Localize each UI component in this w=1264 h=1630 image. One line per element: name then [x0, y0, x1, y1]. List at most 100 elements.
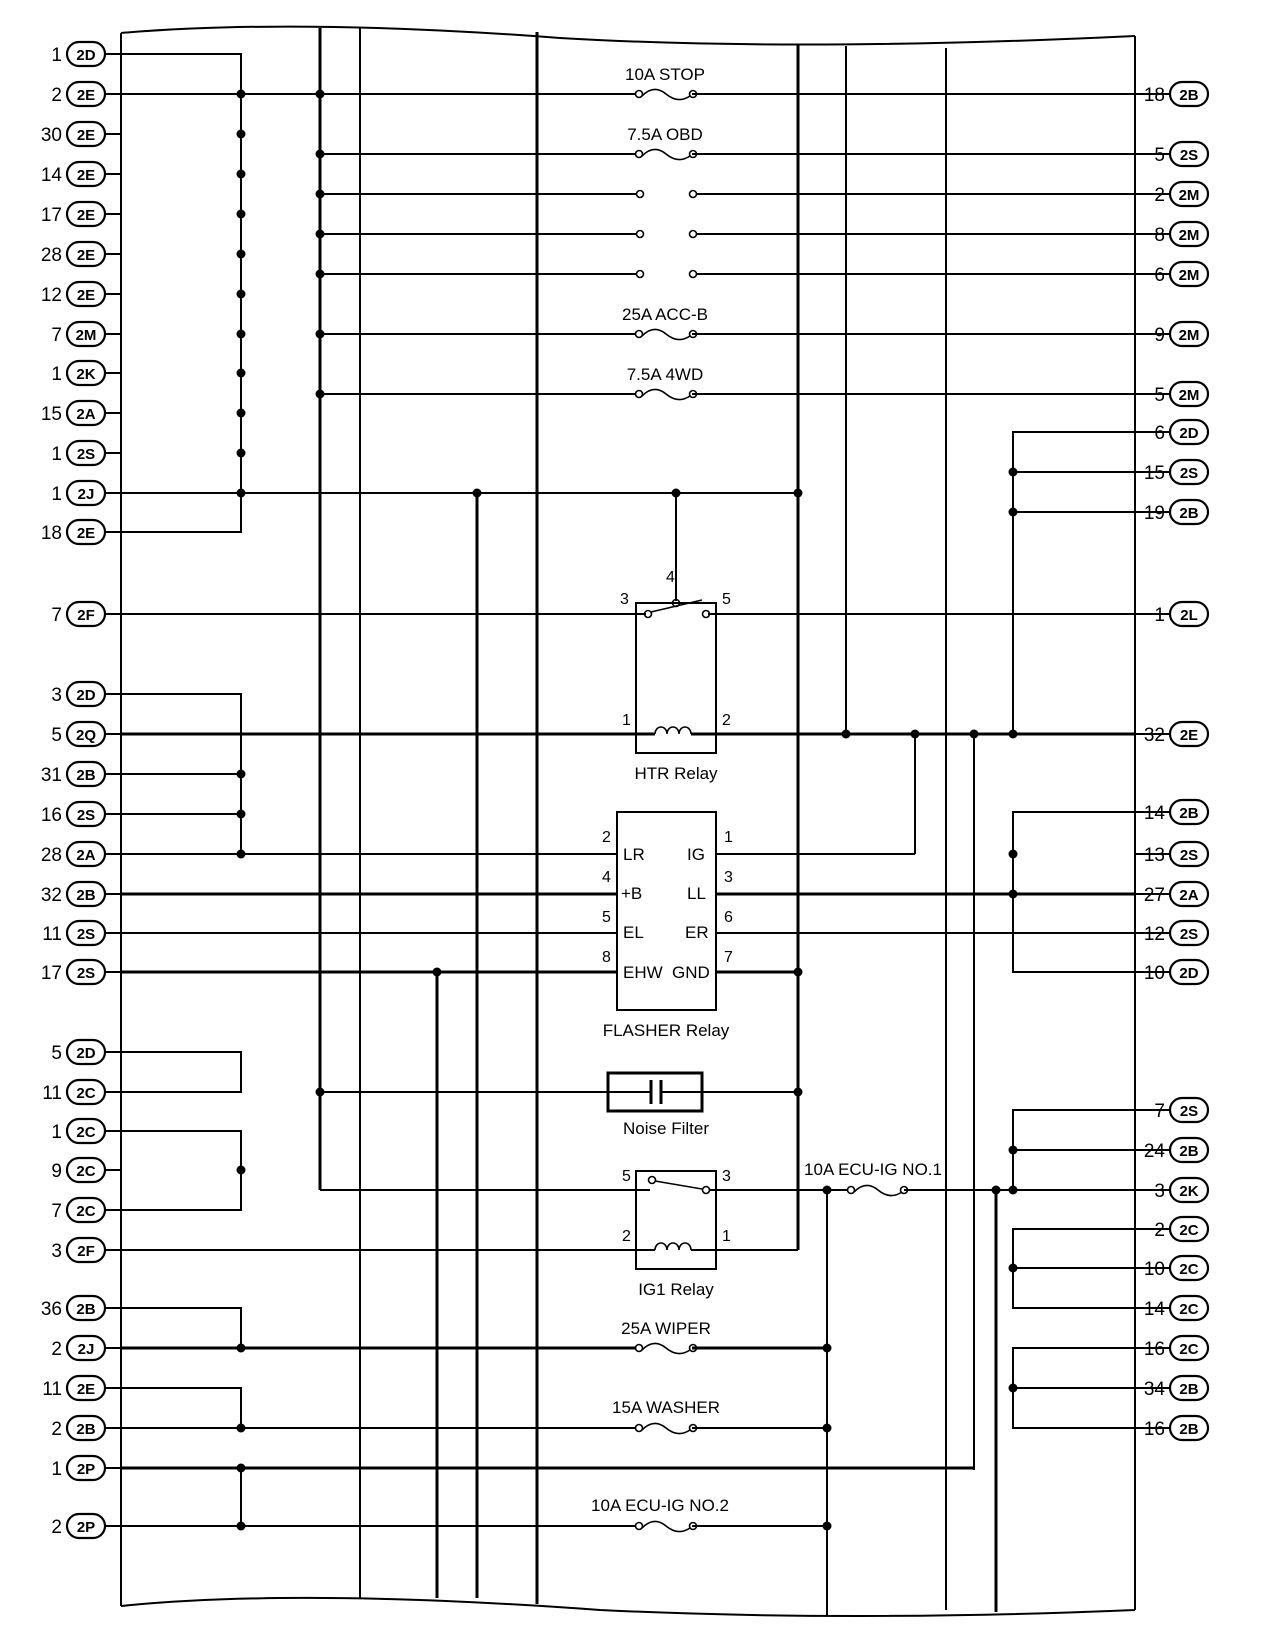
connector-code: 2E	[77, 167, 95, 184]
connector-code: 2D	[76, 47, 95, 64]
link-3-terminal-a	[635, 269, 645, 279]
connector-pin: 31	[41, 765, 62, 786]
connector-code: 2B	[1179, 805, 1198, 822]
connector-code: 2B	[76, 1301, 95, 1318]
connector-code: 2B	[1179, 505, 1198, 522]
connector-pin: 16	[41, 805, 62, 826]
connector-badge	[65, 80, 107, 108]
link-2-terminal-b	[688, 229, 698, 239]
connector-code: 2K	[1179, 1183, 1198, 1200]
left-connector-2-2e: 2E2	[51, 80, 121, 108]
flasher-relay-label: FLASHER Relay	[603, 1021, 730, 1040]
right-connector-1-2l: 2L1	[1135, 600, 1210, 628]
htr-switch-pivot	[671, 598, 681, 608]
flasher-term-el: EL	[623, 923, 644, 942]
connector-badge	[65, 280, 107, 308]
connector-pin: 19	[1144, 503, 1165, 524]
right-connector-19-2b: 2B 19	[1135, 498, 1210, 526]
connector-code: 2S	[77, 926, 95, 943]
connector-code: 2S	[1180, 1103, 1198, 1120]
connector-code: 2E	[77, 525, 95, 542]
connector-pin: 2	[1154, 1220, 1165, 1241]
connector-badge	[65, 1294, 107, 1322]
connector-pin: 13	[1144, 845, 1165, 866]
connector-code: 2C	[76, 1085, 95, 1102]
connector-pin: 28	[41, 845, 62, 866]
connector-badge	[1168, 320, 1210, 348]
connector-pin: 7	[51, 605, 62, 626]
right-connector-9-2m: 2M9	[1135, 320, 1210, 348]
connector-code: 2M	[1179, 227, 1200, 244]
connector-badge	[65, 518, 107, 546]
flasher-term-ehw: EHW	[623, 963, 663, 982]
connector-code: 2C	[1179, 1301, 1198, 1318]
flasher-term-er: ER	[685, 923, 709, 942]
left-connector-7-2m: 2M7	[51, 320, 121, 348]
connector-code: 2F	[77, 607, 95, 624]
ig1-pin-1: 1	[722, 1228, 731, 1245]
connector-pin: 2	[51, 1419, 62, 1440]
connector-pin: 30	[41, 125, 62, 146]
connector-pin: 2	[51, 1517, 62, 1538]
noise-filter-label: Noise Filter	[623, 1119, 709, 1138]
connector-badge	[1168, 1294, 1210, 1322]
connector-badge	[1168, 418, 1210, 446]
connector-code: 2J	[78, 486, 95, 503]
connector-badge	[65, 160, 107, 188]
connector-code: 2S	[77, 446, 95, 463]
left-connector-2-2j: 2J2	[51, 1334, 121, 1362]
htr-pin-2: 2	[722, 712, 731, 729]
connector-pin: 1	[51, 1459, 62, 1480]
connector-code: 2C	[76, 1203, 95, 1220]
connector-code: 2E	[77, 207, 95, 224]
flasher-term-ig: IG	[687, 845, 705, 864]
fuse-washer: 15A WASHER	[612, 1398, 720, 1435]
connector-badge	[65, 1454, 107, 1482]
fuse-wiper: 25A WIPER	[621, 1319, 711, 1355]
link-1-terminal-a	[635, 189, 645, 199]
connector-code: 2C	[76, 1124, 95, 1141]
connector-badge	[65, 1414, 107, 1442]
connector-pin: 32	[1144, 725, 1165, 746]
connector-code: 2B	[1179, 87, 1198, 104]
connector-pin: 3	[51, 685, 62, 706]
connector-pin: 2	[51, 1339, 62, 1360]
connector-pin: 32	[41, 885, 62, 906]
connector-code: 2A	[76, 406, 95, 423]
link-1-terminal-b	[688, 189, 698, 199]
connector-code: 2D	[76, 1045, 95, 1062]
connector-pin: 17	[41, 963, 62, 984]
fuse-4wd-label: 7.5A 4WD	[627, 365, 704, 384]
left-connector-2-2p: 2P 2	[51, 1512, 121, 1540]
left-bracket-5-2d	[121, 1051, 242, 1093]
connector-badge	[65, 1038, 107, 1066]
connector-pin: 11	[42, 924, 62, 945]
connector-pin: 5	[1154, 145, 1165, 166]
right-connector-5-2s: 2S5	[1135, 140, 1210, 168]
connector-code: 2P	[77, 1519, 95, 1536]
flasher-term-b: +B	[621, 884, 642, 903]
connector-pin: 1	[51, 444, 62, 465]
connector-code: 2E	[77, 247, 95, 264]
connector-code: 2P	[77, 1461, 95, 1478]
connector-badge	[1168, 380, 1210, 408]
fuse-acc-b-label: 25A ACC-B	[622, 305, 708, 324]
ig1-pin-5: 5	[622, 1168, 631, 1185]
connector-code: 2C	[76, 1163, 95, 1180]
connector-code: 2A	[76, 847, 95, 864]
connector-pin: 1	[51, 45, 62, 66]
connector-code: 2S	[1180, 465, 1198, 482]
